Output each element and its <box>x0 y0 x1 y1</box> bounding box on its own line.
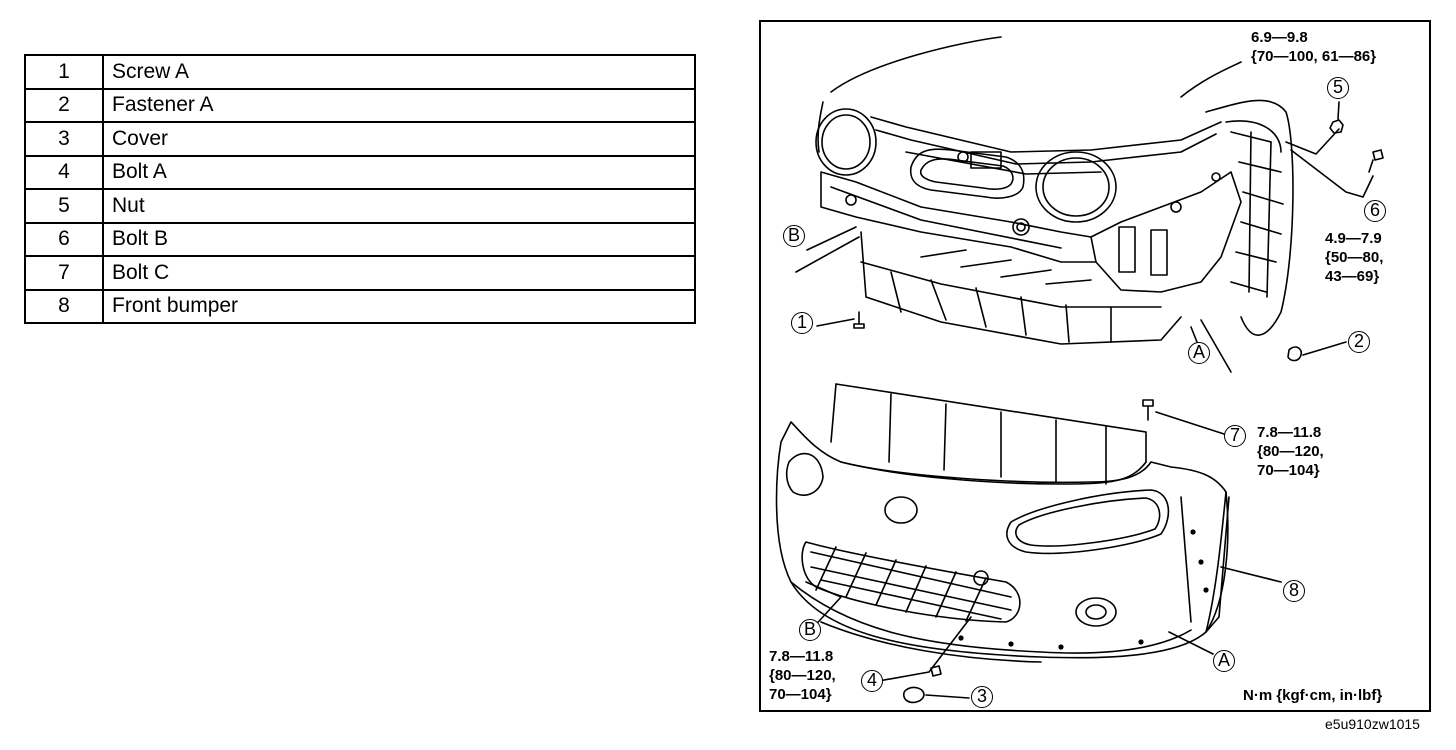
torque-line: {80—120, <box>1257 443 1324 460</box>
torque-units: N·m {kgf·cm, in·lbf} <box>1243 687 1383 704</box>
fasteners <box>853 119 1384 704</box>
bolt-a-icon <box>930 665 942 677</box>
bolt-b-icon <box>1368 149 1384 173</box>
part-number: 7 <box>24 255 104 291</box>
callout-8: 8 <box>1283 580 1305 602</box>
torque-spec-bolt-c: 7.8—11.8 {80—120, 70—104} <box>1257 423 1324 480</box>
front-bumper-exploded-view <box>775 36 1384 704</box>
nut-icon <box>1329 119 1344 134</box>
torque-line: {70—100, 61—86} <box>1251 48 1377 65</box>
part-number: 8 <box>24 288 104 324</box>
callout-1: 1 <box>791 312 813 334</box>
torque-line: 7.8—11.8 <box>1257 424 1322 441</box>
torque-line: 43—69} <box>1325 268 1380 285</box>
part-number: 6 <box>24 221 104 257</box>
torque-spec-bolt-a: 7.8—11.8 {80—120, 70—104} <box>769 647 836 704</box>
callout-5: 5 <box>1327 77 1349 99</box>
part-name: Fastener A <box>102 87 696 123</box>
callout-a-lower: A <box>1213 650 1235 672</box>
front-bumper-assembly <box>775 383 1230 663</box>
part-number: 2 <box>24 87 104 123</box>
screw-a-icon <box>853 311 865 329</box>
torque-line: 70—104} <box>1257 462 1320 479</box>
part-name: Bolt C <box>102 255 696 291</box>
callout-b-upper: B <box>783 225 805 247</box>
torque-spec-nut: 6.9—9.8 {70—100, 61—86} <box>1251 28 1376 66</box>
torque-line: 70—104} <box>769 686 832 703</box>
torque-line: 6.9—9.8 <box>1251 29 1308 46</box>
callout-7: 7 <box>1224 425 1246 447</box>
diagram-frame: 1 2 3 4 5 6 7 8 A A B B 6.9—9.8 {70—100,… <box>759 20 1431 712</box>
bolt-c-icon <box>1142 399 1154 421</box>
callout-6: 6 <box>1364 200 1386 222</box>
cover-icon <box>902 686 925 704</box>
fastener-a-icon <box>1287 346 1303 362</box>
part-number: 5 <box>24 188 104 224</box>
part-name: Nut <box>102 188 696 224</box>
torque-line: 7.8—11.8 <box>769 648 834 665</box>
figure-id: e5u910zw1015 <box>1325 716 1420 732</box>
front-body-structure <box>815 36 1294 345</box>
torque-spec-bolt-b: 4.9—7.9 {50—80, 43—69} <box>1325 229 1383 286</box>
part-name: Cover <box>102 121 696 157</box>
part-name: Bolt A <box>102 154 696 190</box>
torque-line: {80—120, <box>769 667 836 684</box>
part-name: Screw A <box>102 54 696 90</box>
callout-a-upper: A <box>1188 342 1210 364</box>
part-number: 3 <box>24 121 104 157</box>
part-name: Front bumper <box>102 288 696 324</box>
callout-3: 3 <box>971 686 993 708</box>
callout-4: 4 <box>861 670 883 692</box>
callout-b-lower: B <box>799 619 821 641</box>
part-name: Bolt B <box>102 221 696 257</box>
torque-line: {50—80, <box>1325 249 1384 266</box>
torque-line: 4.9—7.9 <box>1325 230 1382 247</box>
part-number: 1 <box>24 54 104 90</box>
part-number: 4 <box>24 154 104 190</box>
callout-2: 2 <box>1348 331 1370 353</box>
